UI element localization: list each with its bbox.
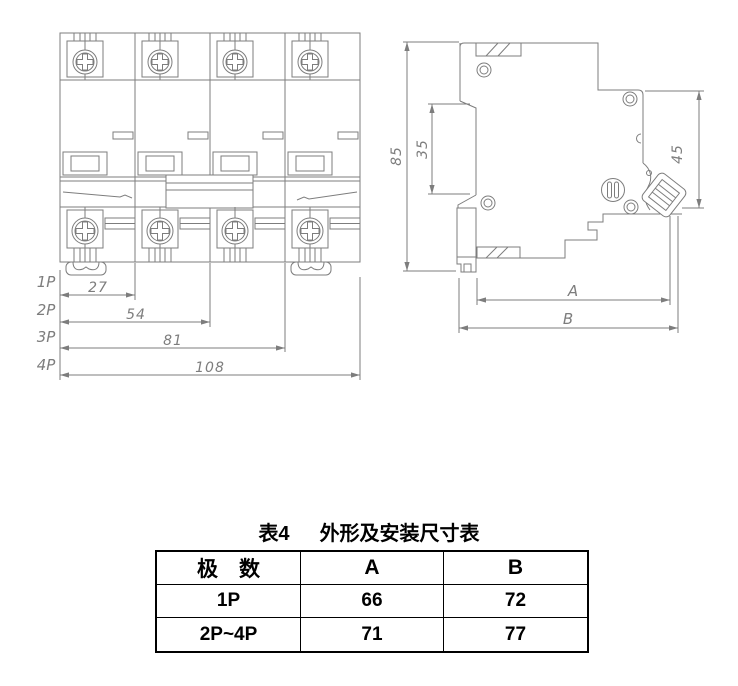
dim-label-35: 35 <box>415 139 431 159</box>
dim-label-45: 45 <box>670 144 686 164</box>
dim-label-b: B <box>562 310 574 328</box>
pole-label-4p: 4P <box>36 356 56 374</box>
adjustment-screw <box>601 178 625 202</box>
pole-label-3p: 3P <box>36 328 56 346</box>
dim-label-a: A <box>567 282 579 300</box>
dim-label-27: 27 <box>88 280 108 296</box>
cell-b: 77 <box>443 617 589 653</box>
table-caption: 表4 外形及安装尺寸表 <box>155 517 583 546</box>
terminal-opening-bottom <box>476 246 521 259</box>
table-caption-title: 外形及安装尺寸表 <box>319 523 480 545</box>
table-row: 1P 66 72 <box>155 584 589 618</box>
side-view <box>456 42 687 273</box>
header-b: B <box>443 550 589 585</box>
cell-poles: 1P <box>155 584 301 618</box>
pole-label-1p: 1P <box>36 273 56 291</box>
front-view <box>59 32 361 276</box>
table-caption-number: 表4 <box>258 523 290 545</box>
cell-b: 72 <box>443 584 589 618</box>
dim-label-108: 108 <box>195 360 225 376</box>
handle-tie-bar <box>165 174 254 209</box>
dim-label-81: 81 <box>163 333 183 349</box>
terminal-opening-top <box>475 42 522 57</box>
dimensions-table: 极 数 A B 1P 66 72 2P~4P 71 77 <box>155 550 589 653</box>
table-row: 2P~4P 71 77 <box>155 617 589 653</box>
cell-a: 71 <box>300 617 444 653</box>
cell-poles: 2P~4P <box>155 617 301 653</box>
dim-label-85: 85 <box>389 146 405 166</box>
din-clip <box>456 207 477 273</box>
header-poles: 极 数 <box>155 550 301 585</box>
header-a: A <box>300 550 444 585</box>
table-header-row: 极 数 A B <box>155 550 589 585</box>
cell-a: 66 <box>300 584 444 618</box>
front-width-dimensions <box>59 263 361 380</box>
dim-label-54: 54 <box>126 307 146 323</box>
terminal-clamp <box>641 172 687 218</box>
pole-label-2p: 2P <box>36 301 56 319</box>
side-dimensions <box>403 41 704 333</box>
